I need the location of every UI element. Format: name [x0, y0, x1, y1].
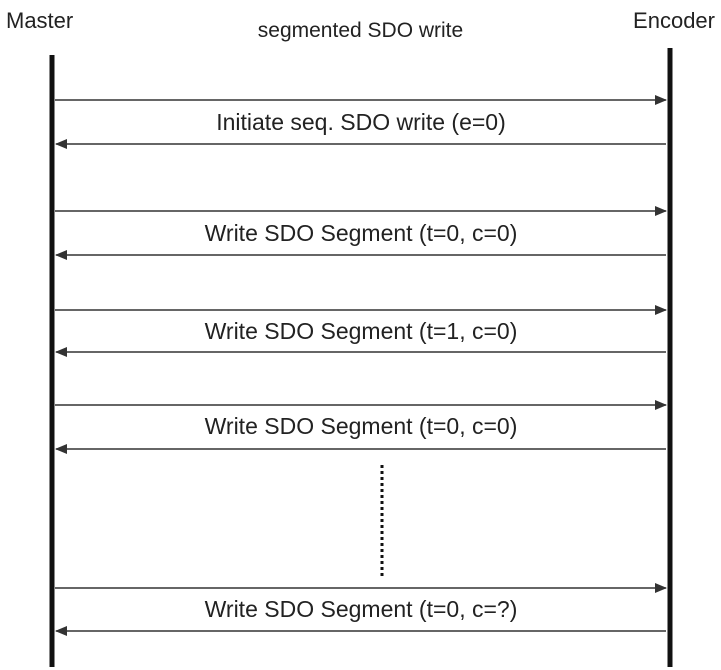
exchange-label-1: Initiate seq. SDO write (e=0) [216, 109, 506, 135]
encoder-participant-label: Encoder [633, 8, 715, 33]
exchange-label-5: Write SDO Segment (t=0, c=?) [204, 596, 518, 622]
diagram-title: segmented SDO write [257, 19, 464, 42]
exchange-label-2: Write SDO Segment (t=0, c=0) [204, 220, 518, 246]
exchange-label-4: Write SDO Segment (t=0, c=0) [204, 413, 518, 439]
master-participant-label: Master [6, 8, 74, 33]
exchange-label-3: Write SDO Segment (t=1, c=0) [204, 318, 518, 344]
